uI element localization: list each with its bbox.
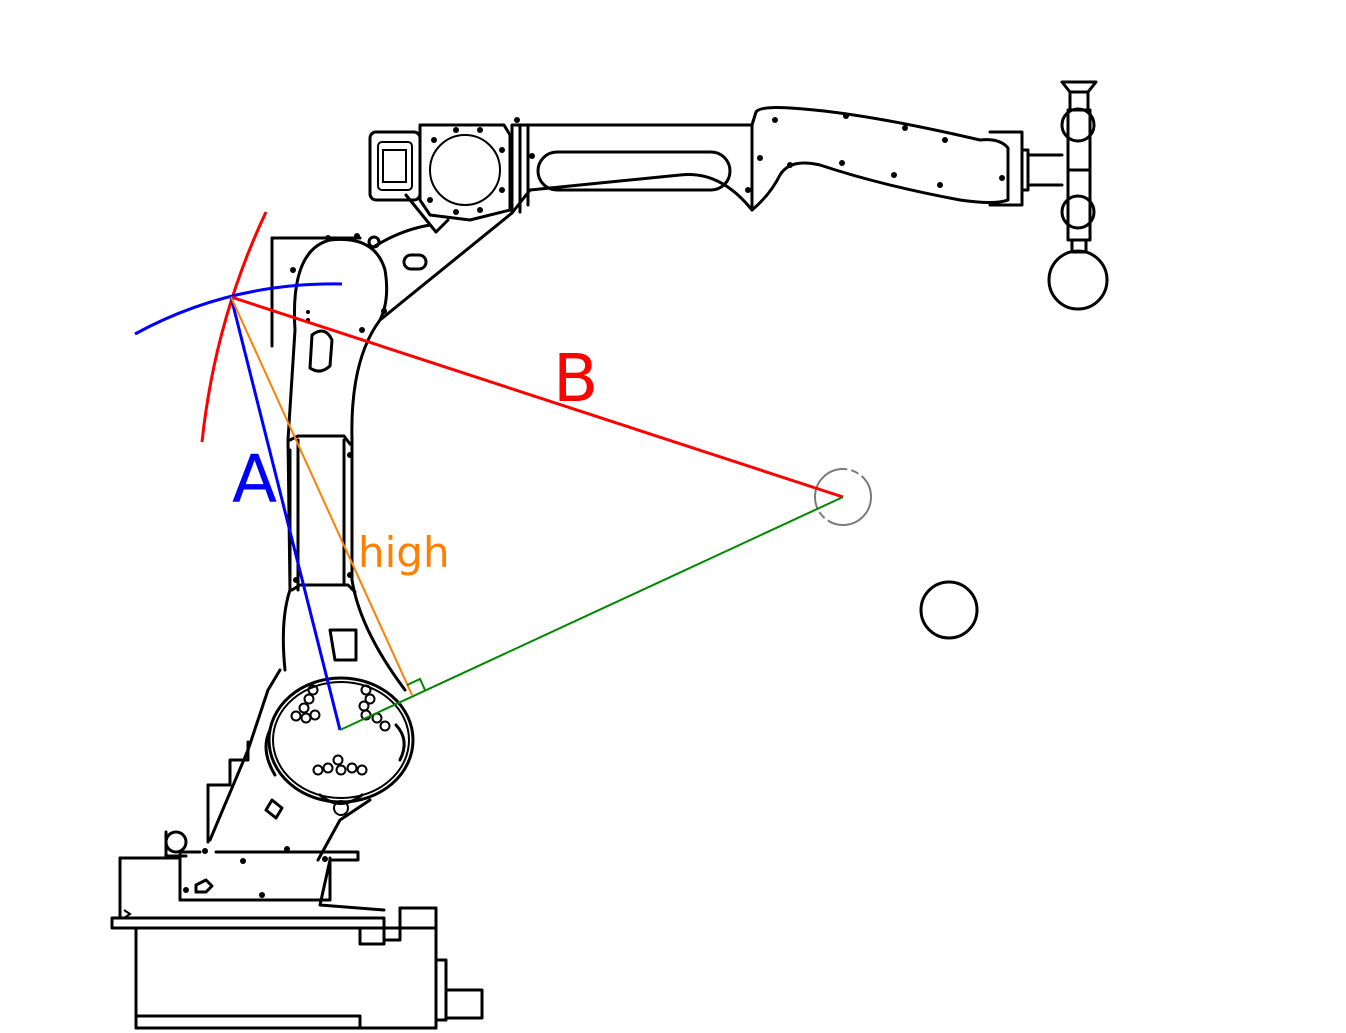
line-a	[229, 296, 342, 731]
label-b: B	[553, 340, 598, 417]
robot-base	[110, 830, 484, 1030]
robot-forearm	[510, 117, 754, 215]
target-circle	[814, 468, 872, 526]
robot-wrist	[750, 106, 1064, 212]
line-b	[230, 295, 844, 499]
label-high: high	[358, 528, 450, 577]
arc-b	[200, 211, 268, 443]
robot-end-effector	[1047, 80, 1109, 311]
line-high	[230, 296, 413, 696]
robot-upper-arm	[270, 233, 407, 692]
arc-a	[134, 282, 343, 336]
object-circle	[919, 580, 979, 640]
line-perpendicular	[339, 496, 844, 731]
robot-elbow	[368, 123, 514, 322]
shoulder-bolts	[290, 684, 391, 776]
label-a: A	[232, 441, 277, 518]
robot-shoulder	[206, 668, 415, 862]
